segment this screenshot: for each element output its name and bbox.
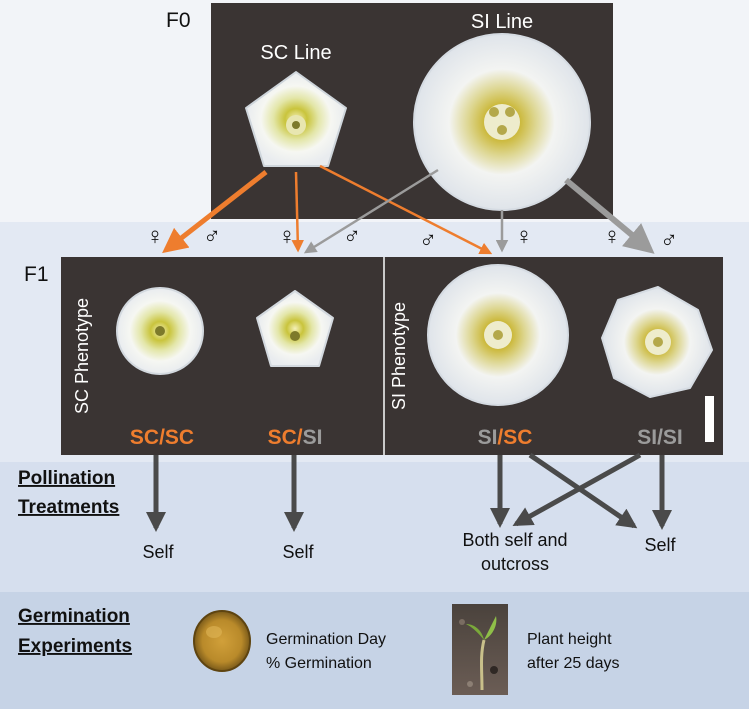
scale-bar [705,396,714,442]
female-symbol-1: ♀ [146,223,164,250]
si-line-label: SI Line [471,11,533,33]
si-phenotype-label: SI Phenotype [389,302,409,410]
pollination-arrows [146,452,672,532]
both-label-line2: outcross [481,554,549,574]
arrow-si-sc-self [528,452,638,529]
female-symbol-2: ♀ [278,223,296,250]
germination-heading-line1: Germination [18,606,130,627]
genotype-si-si: SI/SI [637,426,683,449]
genotype-sc-si: SC/SI [268,426,323,449]
arrow-sc-female-to-f1-2 [291,171,304,253]
pollination-heading-line2: Treatments [18,497,119,518]
f1-flower-sc-si [256,290,334,367]
f0-label: F0 [166,9,191,32]
male-symbol-3: ♂ [419,227,437,254]
germination-metric-line2: % Germination [266,655,372,672]
f1-flower-si-sc [427,264,569,406]
si-line-flower [413,33,591,211]
arrow-sc-male-to-f1-3 [319,164,493,255]
f1-flower-sc-sc [116,287,204,375]
both-label-line1: Both self and [462,530,567,550]
sc-line-flower [245,71,347,167]
male-symbol-4: ♂ [660,227,678,254]
sc-phenotype-label: SC Phenotype [72,298,92,414]
arrow-sc-female-to-f1-1 [162,170,268,254]
genotype-si-sc: SI/SC [478,426,533,449]
germination-metric-line1: Germination Day [266,631,386,648]
seedling-image [452,604,508,695]
male-symbol-2: ♂ [343,223,361,250]
arrow-si-male-to-f1-2 [303,168,439,254]
plant-height-line1: Plant height [527,631,612,648]
genotype-sc-sc: SC/SC [130,426,194,449]
self-label-2: Self [282,542,314,562]
plant-height-line2: after 25 days [527,655,620,672]
male-symbol-1: ♂ [203,223,221,250]
arrow-si-to-f1-4 [564,177,655,254]
arrow-si-si-both [512,452,642,527]
pollination-heading-line1: Pollination [18,468,115,489]
female-symbol-4: ♀ [603,223,621,250]
self-label-3: Self [644,535,676,555]
germination-heading-line2: Experiments [18,636,132,657]
f1-label: F1 [24,263,49,286]
self-label-1: Self [142,542,174,562]
f1-flower-si-si [601,286,713,398]
crossing-arrows [162,164,655,255]
female-symbol-3: ♀ [515,223,533,250]
seed-image [193,610,251,672]
band-germination [0,592,749,709]
sc-line-label: SC Line [260,42,331,64]
